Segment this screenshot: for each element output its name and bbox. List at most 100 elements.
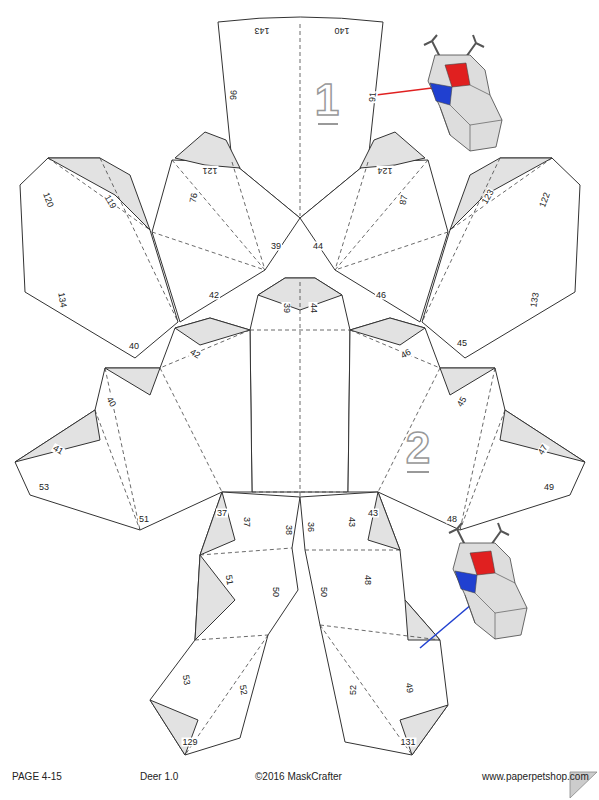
- fold-line: [95, 410, 140, 530]
- piece-outline: [15, 17, 585, 755]
- edge-number: 45: [456, 339, 468, 348]
- fold-line: [100, 158, 178, 322]
- piece-outline: [15, 318, 252, 530]
- piece-outline: [300, 492, 448, 755]
- fold-line: [48, 24, 552, 755]
- part-underline: [318, 123, 338, 125]
- fold-line: [252, 492, 348, 493]
- glue-tab: [400, 705, 448, 755]
- edge-number: 44: [309, 302, 318, 314]
- fold-line: [320, 625, 412, 755]
- piece-outline: [422, 158, 580, 358]
- fold-line: [105, 368, 140, 530]
- deer-icon: [440, 85, 502, 151]
- fold-line: [195, 635, 268, 640]
- edge-number: 129: [181, 738, 198, 747]
- footer-text: PAGE 4-15: [12, 772, 62, 782]
- edge-number: 46: [399, 347, 414, 361]
- glue-tab: [440, 368, 495, 395]
- fold-line: [335, 162, 368, 270]
- edge-number: 91: [368, 91, 378, 104]
- edge-number: 123: [480, 187, 496, 206]
- glue-tab: [405, 600, 440, 640]
- edge-number: 42: [208, 291, 220, 300]
- deer-icon: [449, 523, 509, 545]
- fold-line: [378, 368, 440, 492]
- fold-line: [460, 410, 505, 530]
- edge-number: 51: [224, 573, 235, 586]
- edge-number: 40: [128, 342, 140, 351]
- edge-number: 46: [375, 291, 387, 300]
- edge-number: 76: [189, 191, 200, 204]
- deer-icon: [449, 523, 527, 639]
- glue-tab: [15, 132, 585, 755]
- edge-number: 133: [529, 291, 541, 309]
- edge-number: 50: [271, 586, 280, 598]
- deer-icon: [424, 35, 484, 57]
- footer-text: www.paperpetshop.com: [482, 772, 589, 782]
- glue-tab: [500, 410, 585, 462]
- part-underline: [318, 124, 429, 472]
- fold-line: [300, 282, 301, 497]
- deer-icon: [430, 83, 452, 105]
- edge-number: 51: [138, 515, 150, 524]
- edge-number: 43: [367, 509, 379, 518]
- edge-number: 121: [201, 166, 218, 175]
- edge-number: 45: [455, 395, 469, 410]
- glue-tab: [15, 410, 100, 462]
- edge-number: 40: [104, 395, 118, 410]
- glue-tab: [350, 318, 425, 345]
- glue-tab: [450, 158, 552, 230]
- glue-tab: [360, 132, 425, 168]
- edge-number: 48: [446, 515, 458, 524]
- leader-line: [420, 604, 472, 648]
- fold-line: [320, 625, 440, 640]
- edge-number: 48: [363, 574, 372, 586]
- fold-line: [335, 160, 428, 270]
- deer-icon: [445, 63, 470, 87]
- fold-line: [460, 368, 495, 530]
- footer-text: ©2016 MaskCrafter: [255, 772, 342, 782]
- glue-tab: [200, 492, 235, 555]
- edge-number: 49: [543, 483, 555, 492]
- footer-text: Deer 1.0: [140, 772, 178, 782]
- fold-line: [48, 158, 150, 230]
- part-number: 1: [315, 78, 339, 122]
- edge-number: 52: [349, 684, 358, 696]
- edge-number: 41: [51, 443, 66, 457]
- edge-number: 53: [181, 673, 192, 686]
- fold-line: [160, 368, 222, 492]
- edge-number: 124: [376, 166, 393, 175]
- glue-tab: [368, 492, 400, 550]
- deer-icon: [428, 55, 502, 151]
- edge-number: 119: [102, 193, 118, 212]
- fold-line: [250, 330, 350, 331]
- glue-tab: [105, 368, 160, 395]
- edge-number: 134: [56, 291, 68, 309]
- fold-line: [232, 162, 265, 270]
- glue-tab: [175, 132, 240, 168]
- edge-number: 36: [306, 521, 315, 533]
- part-underline: [407, 471, 429, 473]
- fold-line: [350, 330, 440, 368]
- piece-outline: [150, 492, 300, 755]
- edge-number: 42: [188, 347, 203, 361]
- deer-icon: [455, 571, 477, 593]
- edge-number: 37: [216, 509, 228, 518]
- glue-tab: [175, 318, 250, 345]
- edge-number: 44: [312, 242, 324, 251]
- edge-number: 131: [399, 738, 416, 747]
- edge-number: 50: [319, 586, 328, 598]
- fold-line: [160, 330, 250, 368]
- fold-line: [450, 158, 552, 230]
- deer-icon: [424, 35, 502, 151]
- part-number: 2: [406, 426, 430, 470]
- edge-number: 47: [536, 443, 550, 458]
- fold-line: [152, 232, 265, 270]
- edge-number: 38: [284, 524, 293, 536]
- piece-outline: [348, 318, 585, 530]
- fold-line: [305, 550, 400, 551]
- edge-number: 53: [38, 483, 50, 492]
- edge-number: 39: [282, 302, 291, 314]
